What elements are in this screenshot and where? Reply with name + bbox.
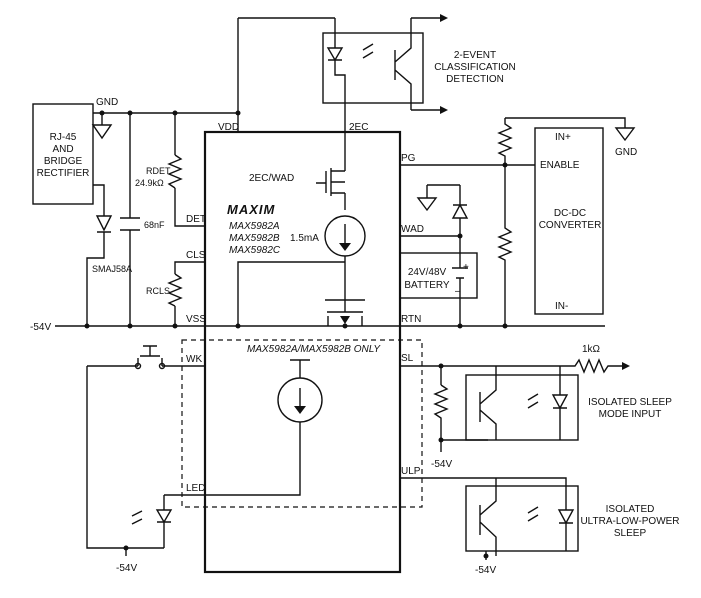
fet-2ec-wad [316, 168, 345, 196]
svg-text:–: – [455, 286, 461, 297]
sleep-led [551, 366, 569, 440]
part-numbers: MAX5982A MAX5982B MAX5982C [229, 221, 281, 256]
neg54-label-ulp: -54V [475, 565, 496, 576]
r1k-label: 1kΩ [582, 344, 601, 355]
pin-vss: VSS [186, 314, 206, 325]
pg-pullup-resistor [497, 118, 513, 165]
svg-text:+: + [463, 262, 469, 273]
gnd-label-left: GND [96, 97, 118, 108]
current-source-label: 1.5mA [290, 233, 319, 244]
gnd-label-right: GND [615, 147, 637, 158]
svg-text:BATTERY: BATTERY [404, 280, 450, 291]
ground-symbol-wad [416, 185, 438, 212]
rj45-rectifier-box [32, 103, 94, 205]
pin-ulp: ULP [401, 466, 421, 477]
svg-text:RECTIFIER: RECTIFIER [37, 168, 90, 179]
dcdc-converter [534, 127, 604, 315]
opto-2event [322, 32, 424, 104]
ulp-sleep-label: ISOLATED ULTRA-LOW-POWER SLEEP [580, 504, 679, 539]
tvs-diode [86, 215, 113, 326]
battery-label: 24V/48V BATTERY [404, 267, 450, 291]
svg-text:24V/48V: 24V/48V [408, 267, 447, 278]
opto-2event-led [326, 33, 346, 142]
pin-pg: PG [401, 153, 416, 164]
in-plus-label: IN+ [555, 132, 571, 143]
wad-diode [451, 203, 469, 219]
pin-wad: WAD [401, 224, 424, 235]
capacitor-68nf [120, 217, 140, 231]
dashed-note: MAX5982A/MAX5982B ONLY [247, 344, 381, 355]
in-minus-label: IN- [555, 301, 568, 312]
r1k-resistor [560, 358, 622, 374]
sl-resistor [433, 384, 449, 440]
fet-label: 2EC/WAD [249, 173, 294, 184]
pin-wk: WK [186, 354, 202, 365]
svg-text:2-EVENT: 2-EVENT [454, 50, 496, 61]
fet-rtn [325, 299, 365, 326]
pg-lower-resistor [497, 165, 513, 326]
ground-symbol-left [91, 124, 113, 140]
battery-symbol [452, 262, 468, 296]
svg-text:BRIDGE: BRIDGE [44, 156, 83, 167]
svg-text:ISOLATED SLEEP: ISOLATED SLEEP [588, 397, 672, 408]
pin-vdd: VDD [218, 122, 239, 133]
battery-box [399, 252, 478, 299]
rcls-resistor [167, 273, 183, 307]
rdet-label: RDET [146, 166, 171, 176]
ulp-led [557, 509, 575, 551]
svg-text:CLASSIFICATION: CLASSIFICATION [434, 62, 516, 73]
tvs-label: SMAJ58A [92, 264, 132, 274]
pin-2ec: 2EC [349, 122, 368, 133]
svg-text:MAX5982B: MAX5982B [229, 233, 280, 244]
dcdc-label: DC-DC CONVERTER [539, 208, 602, 231]
rcls-label: RCLS [146, 286, 170, 296]
svg-text:MAX5982A: MAX5982A [229, 221, 280, 232]
pin-det: DET [186, 214, 206, 225]
gnd-wire [93, 18, 239, 125]
svg-text:ISOLATED: ISOLATED [606, 504, 655, 515]
neg54-label-wk: -54V [116, 563, 137, 574]
enable-label: ENABLE [540, 160, 580, 171]
svg-text:CONVERTER: CONVERTER [539, 220, 602, 231]
optional-block-outline [181, 339, 423, 508]
event-detection-label: 2-EVENT CLASSIFICATION DETECTION [434, 50, 516, 85]
ic-body [203, 130, 402, 574]
svg-text:DETECTION: DETECTION [446, 74, 504, 85]
wake-led [155, 509, 173, 548]
sleep-input-label: ISOLATED SLEEP MODE INPUT [588, 397, 672, 420]
svg-text:AND: AND [52, 144, 73, 155]
wk-pushbutton [87, 345, 205, 367]
maxim-logo: MAXIM [227, 202, 276, 217]
svg-text:MODE INPUT: MODE INPUT [599, 409, 662, 420]
svg-text:DC-DC: DC-DC [554, 208, 586, 219]
opto-sleep [465, 374, 579, 441]
svg-text:ULTRA-LOW-POWER: ULTRA-LOW-POWER [580, 516, 679, 527]
pin-rtn: RTN [401, 314, 421, 325]
cap-label: 68nF [144, 220, 165, 230]
pin-sl: SL [401, 353, 414, 364]
neg54-label-sl: -54V [431, 459, 452, 470]
pin-led: LED [186, 483, 205, 494]
opto-ulp [465, 485, 579, 552]
rj45-label: RJ-45 AND BRIDGE RECTIFIER [37, 132, 90, 179]
svg-text:SLEEP: SLEEP [614, 528, 647, 539]
rdet-value: 24.9kΩ [135, 178, 164, 188]
ground-symbol-right [614, 127, 636, 142]
svg-text:RJ-45: RJ-45 [50, 132, 77, 143]
neg54-label-rail: -54V [30, 322, 51, 333]
rdet-resistor [167, 154, 183, 189]
pin-cls: CLS [186, 250, 206, 261]
svg-text:MAX5982C: MAX5982C [229, 245, 281, 256]
